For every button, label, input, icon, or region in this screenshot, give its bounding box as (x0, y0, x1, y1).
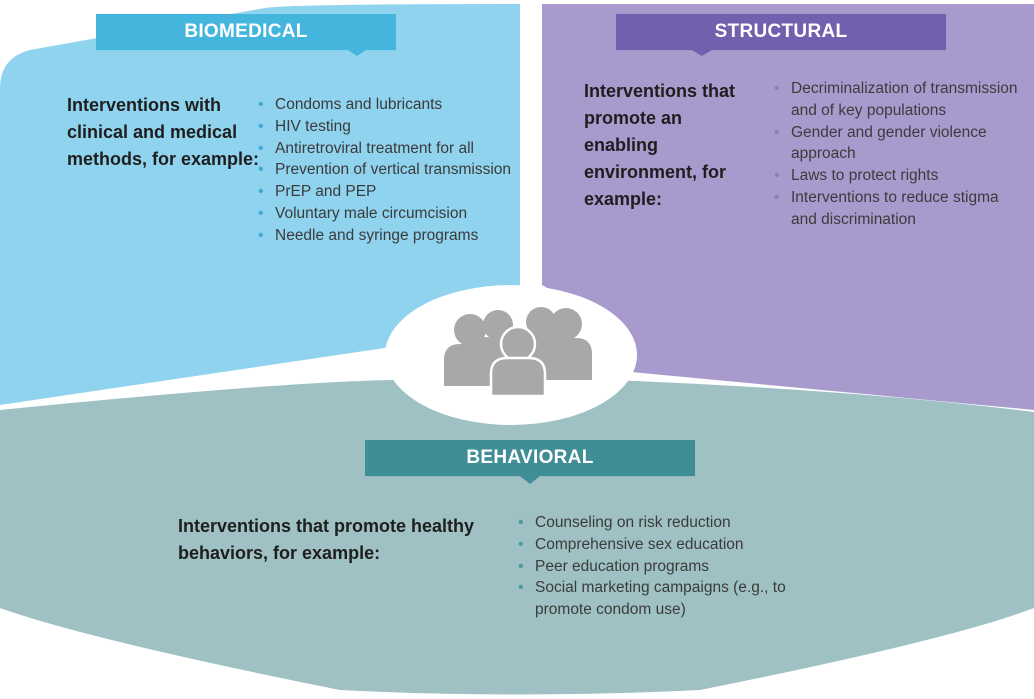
behavioral-title: BEHAVIORAL (466, 447, 594, 468)
structural-list: Decriminalization of transmission and of… (773, 78, 1025, 231)
list-item: Voluntary male circumcision (257, 203, 519, 225)
behavioral-list: Counseling on risk reduction Comprehensi… (517, 512, 817, 621)
list-item: Antiretroviral treatment for all (257, 138, 519, 160)
list-item: Comprehensive sex education (517, 534, 817, 556)
behavioral-lead-text: Interventions that promote healthy behav… (178, 516, 475, 563)
list-item: Peer education programs (517, 556, 817, 578)
structural-lead-text: Interventions that promote an enabling e… (584, 81, 736, 209)
biomedical-banner: BIOMEDICAL (96, 14, 396, 56)
list-item: Counseling on risk reduction (517, 512, 817, 534)
structural-title: STRUCTURAL (714, 21, 848, 42)
list-item: Laws to protect rights (773, 165, 1025, 187)
structural-banner: STRUCTURAL (616, 14, 946, 56)
biomedical-lead-text: Interventions with clinical and medical … (67, 95, 260, 169)
list-item: Social marketing campaigns (e.g., to pro… (517, 577, 817, 621)
list-item: HIV testing (257, 116, 519, 138)
list-item: Needle and syringe programs (257, 225, 519, 247)
biomedical-list: Condoms and lubricants HIV testing Antir… (257, 94, 519, 247)
list-item: Gender and gender violence approach (773, 122, 1025, 166)
list-item: Decriminalization of transmission and of… (773, 78, 1025, 122)
list-item: Interventions to reduce stigma and discr… (773, 187, 1025, 231)
biomedical-title: BIOMEDICAL (184, 21, 308, 42)
list-item: Condoms and lubricants (257, 94, 519, 116)
list-item: PrEP and PEP (257, 181, 519, 203)
people-group-icon (444, 307, 592, 398)
list-item: Prevention of vertical transmission (257, 159, 519, 181)
